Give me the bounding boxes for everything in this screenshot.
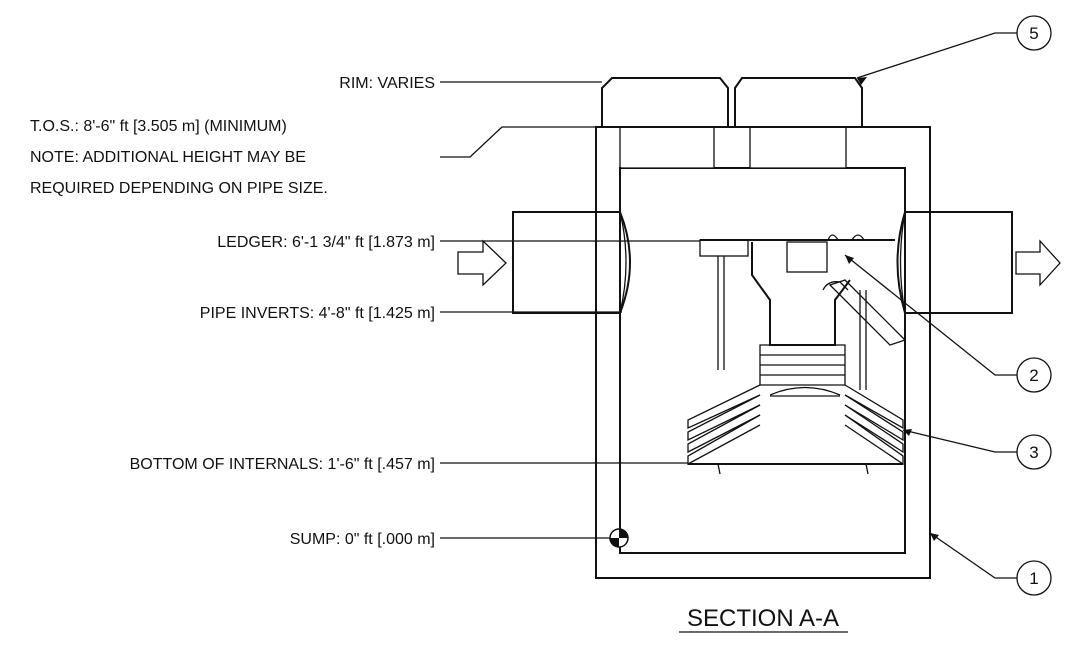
svg-text:2: 2 — [1029, 366, 1038, 385]
svg-text:3: 3 — [1029, 443, 1038, 462]
tos-note-line2: REQUIRED DEPENDING ON PIPE SIZE. — [30, 180, 328, 197]
rim-cover — [601, 77, 863, 128]
section-title: SECTION A-A — [687, 605, 839, 632]
sump-marker-icon — [609, 528, 629, 548]
rim-label: RIM: VARIES — [339, 75, 435, 92]
tos-note-line1: NOTE: ADDITIONAL HEIGHT MAY BE — [30, 149, 306, 166]
inflow-arrow-icon — [457, 239, 507, 287]
sump-label: SUMP: 0" ft [.000 m] — [290, 531, 435, 548]
outlet-pipe — [896, 211, 1013, 314]
internals — [687, 234, 907, 475]
tos-label: T.O.S.: 8'-6" ft [3.505 m] (MINIMUM) — [30, 118, 287, 135]
callout-leaders — [844, 32, 1017, 579]
inlet-pipe — [512, 211, 631, 314]
svg-text:1: 1 — [1029, 569, 1038, 588]
callout-5: 5 — [1016, 15, 1052, 51]
callout-3: 3 — [1016, 434, 1052, 470]
callout-1: 1 — [1016, 560, 1052, 596]
vault-structure — [595, 126, 931, 579]
ledger-label: LEDGER: 6'-1 3/4" ft [1.873 m] — [217, 234, 435, 251]
callout-2: 2 — [1016, 357, 1052, 393]
bottom-internals-label: BOTTOM OF INTERNALS: 1'-6" ft [.457 m] — [130, 456, 435, 473]
svg-text:5: 5 — [1029, 24, 1038, 43]
outflow-arrow-icon — [1015, 239, 1061, 287]
label-leaders — [440, 81, 700, 539]
pipe-inverts-label: PIPE INVERTS: 4'-8" ft [1.425 m] — [200, 305, 435, 322]
